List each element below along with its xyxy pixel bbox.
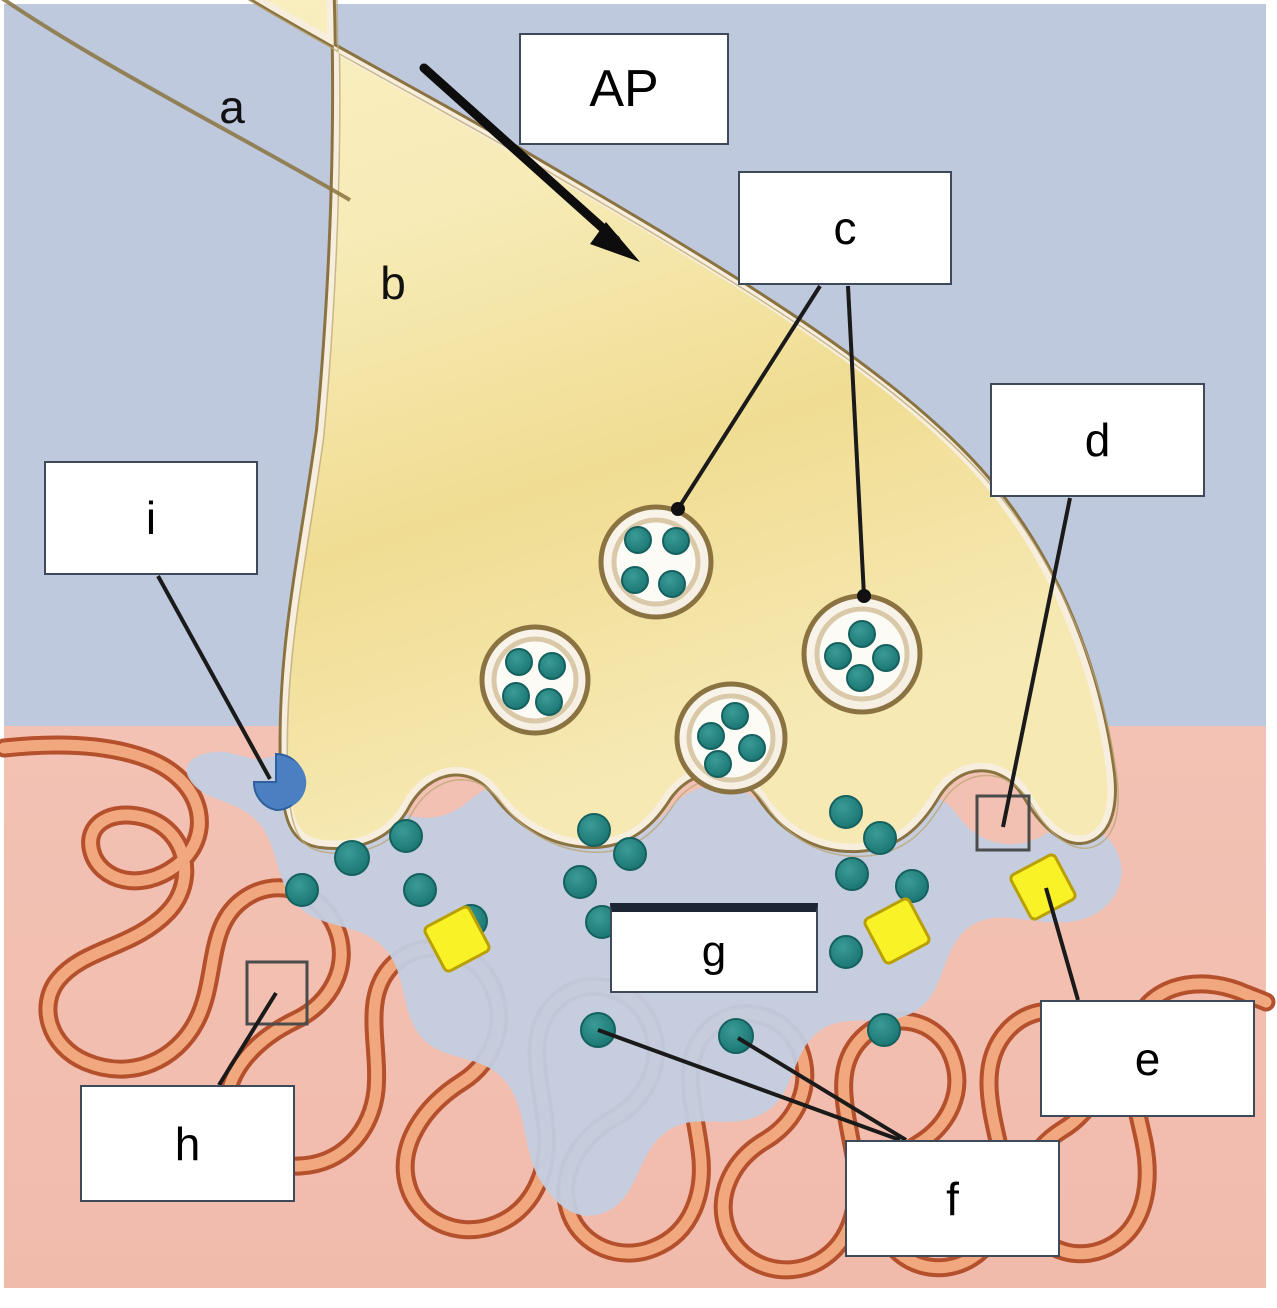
label-b: b: [380, 257, 406, 309]
neurotransmitter-dot: [334, 840, 370, 876]
synaptic-vesicle: [598, 504, 714, 620]
neurotransmitter-molecules-group: [285, 795, 929, 1054]
neurotransmitter-dot: [662, 527, 690, 555]
neurotransmitter-dot: [658, 570, 686, 598]
neurotransmitter-dot: [835, 857, 869, 891]
label-box-i-text: i: [145, 492, 157, 544]
neurotransmitter-dot: [738, 734, 766, 762]
neurotransmitter-dot: [505, 648, 533, 676]
neurotransmitter-dot: [895, 869, 929, 903]
leader-dot: [857, 589, 871, 603]
marker-squares-group: [245, 794, 1031, 1026]
neurotransmitter-dot: [718, 1018, 754, 1054]
neurotransmitter-dot: [829, 935, 863, 969]
label-box-c[interactable]: c: [738, 171, 952, 285]
leader-e-to-receptor: [1044, 887, 1080, 1001]
label-box-d[interactable]: d: [990, 383, 1205, 497]
neurotransmitter-dot: [721, 702, 749, 730]
label-box-ap[interactable]: AP: [519, 33, 729, 145]
neurotransmitter-dot: [829, 795, 863, 829]
label-box-g-text: g: [701, 926, 727, 976]
neurotransmitter-dot: [863, 821, 897, 855]
neurotransmitter-dot: [697, 722, 725, 750]
neurotransmitter-dot: [535, 688, 563, 716]
neurotransmitter-dot: [846, 664, 874, 692]
label-a: a: [219, 81, 245, 133]
receptors-group: [423, 853, 1077, 973]
synaptic-vesicle: [479, 624, 591, 736]
neurotransmitter-dot: [624, 526, 652, 554]
leader-d-to-presynaptic-membrane: [1001, 497, 1072, 828]
neurotransmitter-dot: [563, 865, 597, 899]
synaptic-vesicle: [801, 593, 923, 715]
acetylcholine-receptor: [423, 905, 491, 973]
voltage-gated-calcium-channel: [252, 752, 307, 812]
action-potential-direction-arrow: [419, 63, 640, 262]
marker-square-presynaptic-membrane: [975, 794, 1031, 852]
leader-f-to-neurotransmitter-1: [597, 1028, 901, 1142]
neurotransmitter-dot: [848, 620, 876, 648]
neurotransmitter-dot: [285, 873, 319, 907]
leader-c-to-vesicle-1: [676, 284, 822, 511]
label-box-i[interactable]: i: [44, 461, 258, 575]
leader-dot: [671, 502, 685, 516]
label-box-g[interactable]: g: [610, 903, 818, 993]
neurotransmitter-dot: [502, 682, 530, 710]
neurotransmitter-dot: [704, 750, 732, 778]
neurotransmitter-dot: [824, 642, 852, 670]
label-box-h[interactable]: h: [80, 1085, 295, 1202]
label-box-c-text: c: [833, 202, 857, 254]
neurotransmitter-dot: [621, 566, 649, 594]
acetylcholine-receptor: [1009, 853, 1077, 921]
acetylcholine-receptor: [863, 897, 931, 965]
label-box-e[interactable]: e: [1040, 1000, 1255, 1117]
neurotransmitter-dot: [867, 1013, 901, 1047]
leader-f-to-neurotransmitter-2: [736, 1036, 908, 1142]
leader-lines-group: [156, 284, 1080, 1142]
synaptic-vesicles-group: [479, 504, 923, 795]
neurotransmitter-dot: [613, 837, 647, 871]
label-box-e-text: e: [1134, 1032, 1161, 1085]
synaptic-vesicle: [674, 681, 788, 795]
neurotransmitter-dot: [403, 873, 437, 907]
leader-c-to-vesicle-2: [846, 285, 866, 597]
label-box-ap-text: AP: [589, 60, 659, 118]
leader-i-to-calcium-channel: [156, 575, 272, 780]
label-box-f[interactable]: f: [845, 1140, 1060, 1257]
neurotransmitter-dot: [389, 819, 423, 853]
label-box-d-text: d: [1084, 414, 1111, 466]
marker-square-postsynaptic-membrane: [245, 960, 309, 1026]
neurotransmitter-dot: [872, 644, 900, 672]
label-box-h-text: h: [174, 1117, 201, 1170]
neurotransmitter-dot: [577, 813, 611, 847]
axon-shaft-inner-line: [1, 0, 352, 202]
leader-h-to-postsynaptic-membrane: [217, 991, 278, 1087]
neurotransmitter-dot: [538, 652, 566, 680]
label-box-f-text: f: [946, 1172, 959, 1225]
